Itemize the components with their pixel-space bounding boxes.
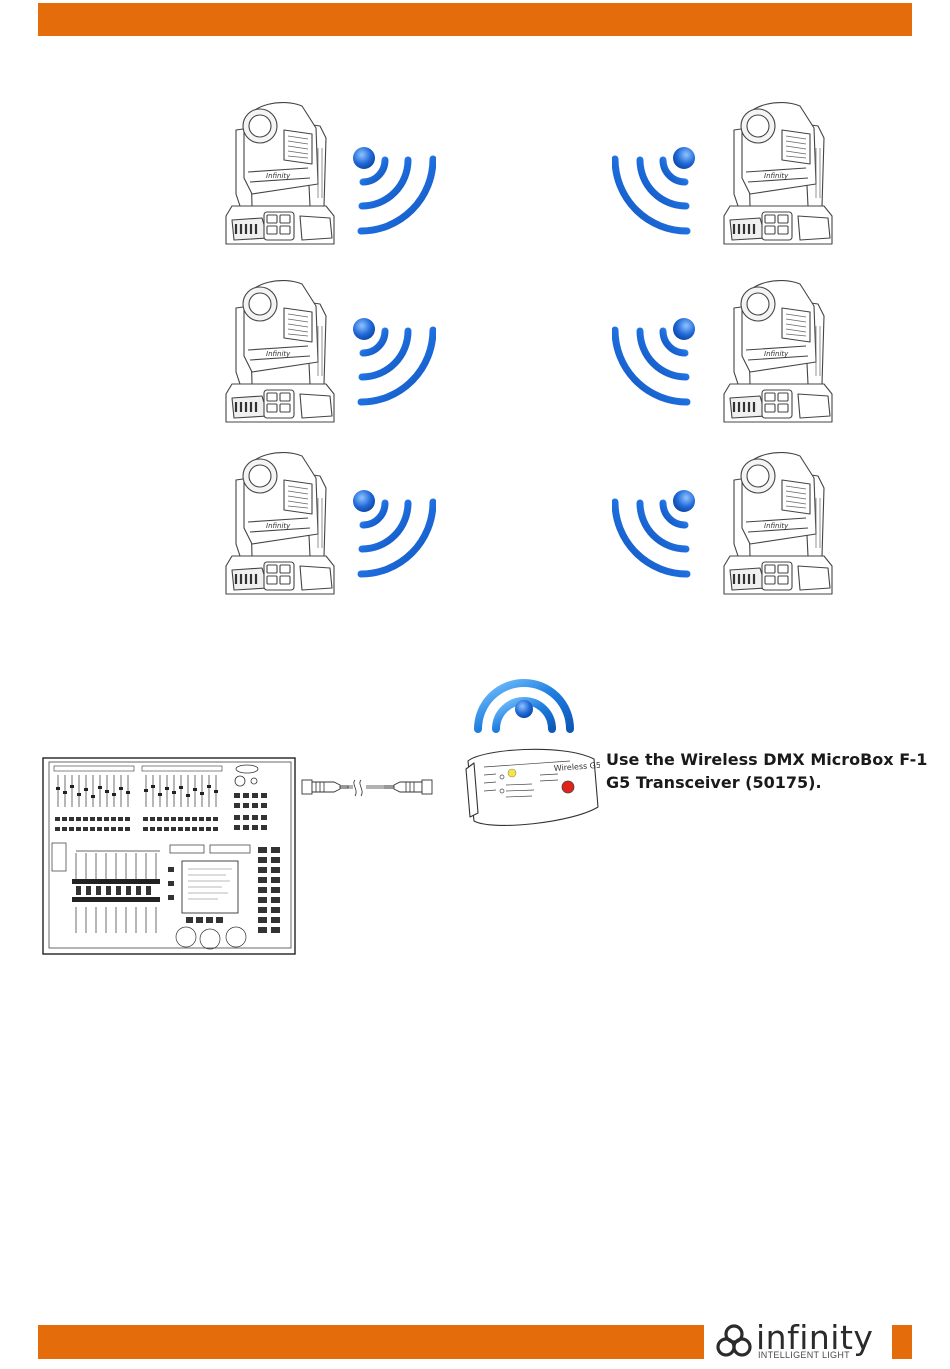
wireless-transceiver-icon: Wireless G5 [462, 663, 600, 833]
link-button-red [562, 781, 574, 793]
moving-head-fixture-icon [720, 98, 840, 248]
brand-logo: infinity INTELLIGENT LIGHT [712, 1322, 890, 1362]
trefoil-logo-icon [714, 1322, 754, 1360]
wireless-signal-icon [346, 141, 436, 246]
caption-line-1: Use the Wireless DMX MicroBox F-1 [606, 748, 936, 771]
header-bar [38, 3, 912, 36]
wireless-signal-icon [346, 312, 436, 417]
wireless-signal-icon [612, 484, 702, 589]
wireless-signal-icon [346, 484, 436, 589]
moving-head-fixture-icon [222, 276, 342, 426]
dmx-controller-icon [42, 757, 296, 955]
wireless-signal-icon [612, 141, 702, 246]
moving-head-fixture-icon [720, 276, 840, 426]
xlr-cable-icon [300, 770, 435, 804]
logo-tagline: INTELLIGENT LIGHT [758, 1350, 850, 1360]
wireless-signal-icon [612, 312, 702, 417]
transceiver-caption: Use the Wireless DMX MicroBox F-1 G5 Tra… [606, 748, 936, 794]
moving-head-fixture-icon [222, 448, 342, 598]
moving-head-fixture-icon [720, 448, 840, 598]
footer-bar [38, 1325, 704, 1359]
moving-head-fixture-icon [222, 98, 342, 248]
status-led-yellow [508, 769, 516, 777]
footer-bar-end [892, 1325, 912, 1359]
caption-line-2: G5 Transceiver (50175). [606, 771, 936, 794]
